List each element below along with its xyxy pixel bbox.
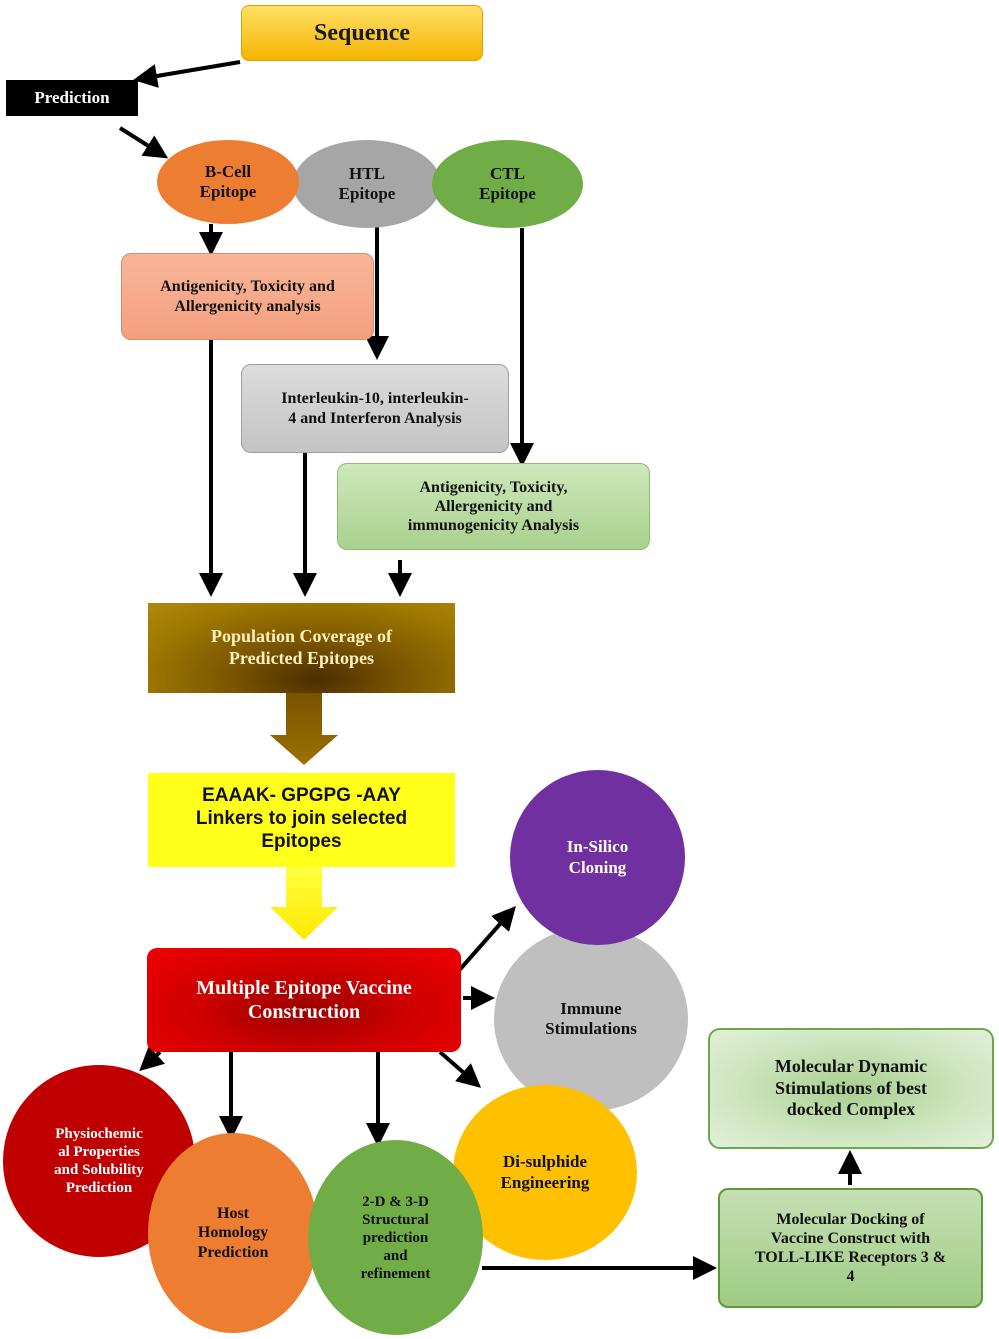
in-silico-cloning-node: In-Silico Cloning [510,770,685,945]
arrow-vaccine-insilico [453,906,516,977]
arrow-vaccine-physio [139,1046,165,1072]
arrow-population-linkers [270,693,338,765]
sequence-box: Sequence [241,5,483,61]
host-homology-node: Host Homology Prediction [148,1133,318,1333]
molecular-dynamics-label: Molecular Dynamic Stimulations of best d… [774,1056,928,1120]
physiochemical-label: Physiochemic al Properties and Solubilit… [54,1126,144,1196]
ctl-analysis-label: Antigenicity, Toxicity, Allergenicity an… [407,479,580,535]
population-coverage-box: Population Coverage of Predicted Epitope… [148,603,455,693]
ctl-epitope-node: CTL Epitope [432,140,583,228]
arrow-vaccine-disulphide [438,1050,482,1088]
in-silico-cloning-label: In-Silico Cloning [566,837,629,877]
vaccine-construction-box: Multiple Epitope Vaccine Construction [147,948,461,1052]
molecular-dynamics-box: Molecular Dynamic Stimulations of best d… [708,1028,994,1149]
molecular-docking-box: Molecular Docking of Vaccine Construct w… [718,1188,983,1308]
htl-analysis-label: Interleukin-10, interleukin- 4 and Inter… [281,390,469,427]
ctl-epitope-label: CTL Epitope [479,163,536,203]
linkers-label: EAAAK- GPGPG -AAY Linkers to join select… [195,785,408,852]
htl-epitope-node: HTL Epitope [293,140,441,228]
prediction-label: Prediction [34,87,110,107]
arrow-linkers-vaccine [270,867,338,940]
bcell-analysis-label: Antigenicity, Toxicity and Allergenicity… [160,278,335,315]
immune-stimulations-node: Immune Stimulations [494,927,688,1111]
disulphide-engineering-node: Di-sulphide Engineering [453,1085,637,1260]
htl-analysis-box: Interleukin-10, interleukin- 4 and Inter… [241,364,509,453]
immune-stimulations-label: Immune Stimulations [545,998,637,1038]
bcell-epitope-label: B-Cell Epitope [199,161,257,201]
prediction-box: Prediction [6,80,138,116]
molecular-docking-label: Molecular Docking of Vaccine Construct w… [754,1210,947,1286]
arrow-sequence-prediction [133,60,241,88]
bcell-analysis-box: Antigenicity, Toxicity and Allergenicity… [121,253,374,340]
ctl-analysis-box: Antigenicity, Toxicity, Allergenicity an… [337,463,650,550]
population-coverage-label: Population Coverage of Predicted Epitope… [211,626,392,668]
bcell-epitope-node: B-Cell Epitope [157,140,299,224]
arrow-prediction-bcell [118,126,169,159]
vaccine-construction-label: Multiple Epitope Vaccine Construction [196,977,412,1023]
htl-epitope-label: HTL Epitope [338,163,396,203]
sequence-label: Sequence [314,19,410,46]
disulphide-engineering-label: Di-sulphide Engineering [500,1152,590,1192]
structural-prediction-label: 2-D & 3-D Structural prediction and refi… [360,1193,431,1282]
linkers-box: EAAAK- GPGPG -AAY Linkers to join select… [148,773,455,867]
structural-prediction-node: 2-D & 3-D Structural prediction and refi… [308,1140,483,1335]
host-homology-label: Host Homology Prediction [197,1205,269,1261]
